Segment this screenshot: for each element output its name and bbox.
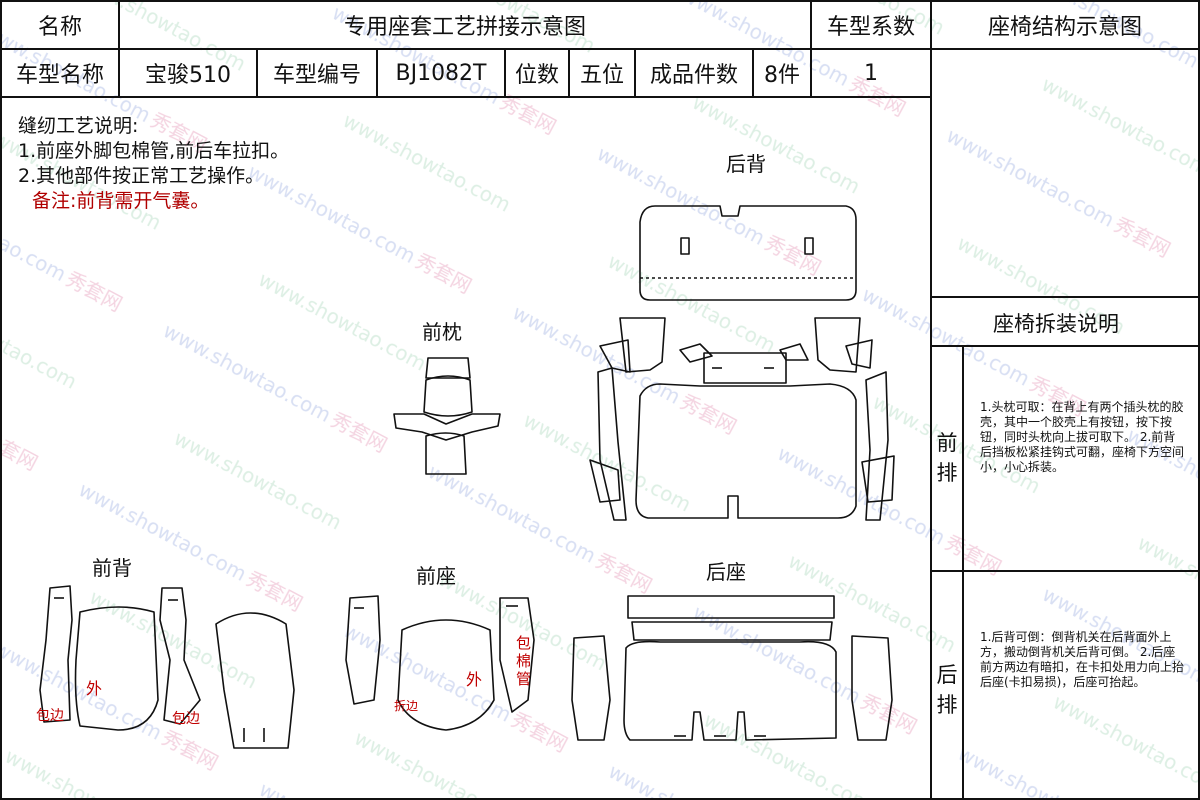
notes-line-1: 1.前座外脚包棉管,前后车拉扣。 xyxy=(18,140,290,162)
headrest-wings xyxy=(393,413,501,441)
structure-title: 座椅结构示意图 xyxy=(987,15,1142,40)
label-front-headrest: 前枕 xyxy=(422,320,462,344)
label-rear-seat: 后座 xyxy=(706,560,746,584)
rear-back-panel xyxy=(639,205,857,301)
rear-seat-side-left xyxy=(571,635,611,741)
rear-back-side-right xyxy=(814,317,861,373)
pieces-value: 8件 xyxy=(764,63,800,88)
car-name-label: 车型名称 xyxy=(15,63,104,88)
front-seat-right-strip xyxy=(499,597,535,713)
disassembly-title: 座椅拆装说明 xyxy=(993,312,1119,336)
front-back-panel-1 xyxy=(74,606,159,731)
pattern-pieces-drawing xyxy=(39,205,895,749)
car-code-label: 车型编号 xyxy=(272,63,361,88)
annot-wrap-edge-left: 包边 xyxy=(36,708,64,724)
rear-seat-top-band xyxy=(627,595,835,619)
notes-title: 缝纫工艺说明: xyxy=(18,115,139,137)
label-front-back: 前背 xyxy=(92,556,132,580)
coef-value: 1 xyxy=(864,60,878,86)
rear-back-wing-mid-left xyxy=(679,343,713,363)
rear-back-flap-right xyxy=(861,455,895,503)
name-label: 名称 xyxy=(37,15,82,40)
sewing-notes: 缝纫工艺说明: 1.前座外脚包棉管,前后车拉扣。 2.其他部件按正常工艺操作。 … xyxy=(18,114,289,214)
annot-wrap-edge-right: 包边 xyxy=(172,711,200,727)
car-name-value: 宝骏510 xyxy=(145,63,231,88)
rear-seat-side-right xyxy=(851,635,893,741)
rear-back-lower-panel xyxy=(635,383,857,519)
headrest-bottom xyxy=(425,432,467,475)
rear-seat-main xyxy=(623,640,837,741)
label-front-seat: 前座 xyxy=(416,564,456,588)
rear-seat-band-2 xyxy=(631,621,833,641)
document-title: 专用座套工艺拼接示意图 xyxy=(343,15,586,40)
front-back-left-strip xyxy=(39,585,73,723)
notes-line-2: 2.其他部件按正常工艺操作。 xyxy=(18,165,265,187)
front-seat-panel xyxy=(397,619,495,731)
front-row-label: 前排 xyxy=(936,431,958,485)
coef-label: 车型系数 xyxy=(826,15,915,40)
annot-cotton-tube: 包棉管 xyxy=(516,634,532,688)
rear-back-side-left xyxy=(619,317,666,373)
headrest-main xyxy=(423,375,473,417)
rear-back-wing-mid-right xyxy=(779,343,809,361)
rear-back-side-strip-right xyxy=(865,371,889,521)
front-back-panel-2 xyxy=(215,612,295,749)
label-rear-back: 后背 xyxy=(726,152,766,176)
rear-row-label: 后排 xyxy=(936,663,958,717)
rear-back-side-strip-left xyxy=(597,367,627,521)
rear-back-wing-left xyxy=(599,339,631,373)
rear-back-strip xyxy=(703,352,787,384)
front-seat-left-strip xyxy=(345,595,381,705)
car-code-value: BJ1082T xyxy=(395,60,487,86)
rear-back-wing-right xyxy=(845,339,873,369)
rear-row-instructions: 1.后背可倒：倒背机关在后背面外上方，搬动倒背机关后背可倒。 2.后座前方两边有… xyxy=(980,630,1185,689)
pieces-label: 成品件数 xyxy=(649,63,738,88)
headrest-top xyxy=(425,357,471,379)
annot-fold-edge: 折边 xyxy=(394,699,419,713)
rear-back-slot-right xyxy=(804,237,814,255)
seats-value: 五位 xyxy=(579,63,624,88)
rear-back-slot-left xyxy=(680,237,690,255)
seats-label: 位数 xyxy=(514,63,559,88)
front-row-instructions: 1.头枕可取：在背上有两个插头枕的胶壳，其中一个胶壳上有按钮，按下按钮，同时头枕… xyxy=(980,400,1185,474)
front-back-right-strip xyxy=(159,587,201,725)
annot-outer-right: 外 xyxy=(466,670,483,689)
notes-remark: 备注:前背需开气囊。 xyxy=(32,190,210,212)
annot-outer-left: 外 xyxy=(86,679,103,698)
rear-back-flap-left xyxy=(589,459,621,503)
